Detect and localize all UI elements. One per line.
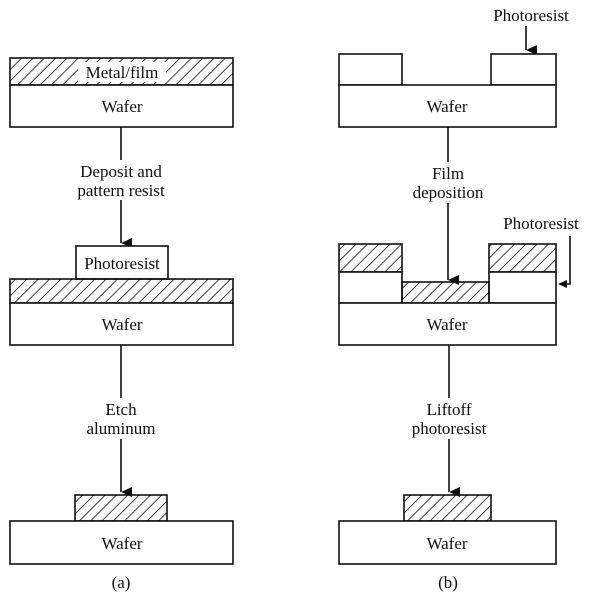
- step-label-line-1: Liftoff: [426, 400, 471, 419]
- step-label-line-1: Film: [432, 164, 464, 183]
- photoresist-callout-label: Photoresist: [503, 214, 579, 233]
- step-label-line-2: photoresist: [412, 419, 487, 438]
- wafer: [338, 84, 557, 128]
- panel-a-stage-1: Metal/film Wafer: [9, 57, 234, 128]
- panel-b-stage-1: Photoresist Wafer: [338, 6, 569, 128]
- photoresist-block: [490, 53, 557, 86]
- step-label-line-1: Etch: [105, 400, 137, 419]
- photoresist-block: [338, 53, 403, 86]
- panel-a-stage-3: Wafer: [9, 494, 234, 565]
- metal-film-layer: [9, 278, 234, 304]
- panel-b: Photoresist Wafer Film deposition Photor…: [338, 6, 579, 592]
- photoresist-block: [338, 271, 403, 304]
- deposited-film-in-gap: [401, 281, 490, 304]
- callout-arrowhead: [558, 280, 567, 288]
- panel-b-stage-2: Photoresist Wafer: [338, 214, 579, 346]
- metal-film-label: Metal/film: [86, 63, 159, 82]
- step-label-line-2: deposition: [413, 183, 484, 202]
- wafer-label: Wafer: [101, 315, 142, 334]
- panel-caption: (a): [112, 573, 131, 592]
- deposited-film-on-resist: [488, 243, 557, 273]
- deposited-film-on-resist: [338, 243, 403, 273]
- patterned-film: [74, 494, 168, 522]
- wafer-label: Wafer: [426, 534, 467, 553]
- step-label-line-2: pattern resist: [77, 181, 165, 200]
- panel-a-stage-2: Photoresist Wafer: [9, 245, 234, 346]
- photoresist-callout-label: Photoresist: [493, 6, 569, 25]
- wafer: [338, 302, 557, 346]
- wafer: [9, 520, 234, 565]
- wafer-label: Wafer: [101, 97, 142, 116]
- panel-caption: (b): [438, 573, 458, 592]
- patterned-film: [403, 494, 492, 522]
- step-label-line-1: Deposit and: [80, 162, 162, 181]
- wafer-label: Wafer: [426, 315, 467, 334]
- wafer: [338, 520, 557, 565]
- photoresist-label: Photoresist: [84, 254, 160, 273]
- metal-film-label-bg: [78, 62, 166, 82]
- wafer-label: Wafer: [101, 534, 142, 553]
- step-label-line-2: aluminum: [87, 419, 156, 438]
- wafer-label: Wafer: [426, 97, 467, 116]
- callout-leader: [562, 236, 571, 285]
- panel-a: Metal/film Wafer Deposit and pattern res…: [9, 57, 234, 592]
- wafer: [9, 302, 234, 346]
- panel-b-stage-3: Wafer: [338, 494, 557, 565]
- photoresist-block: [488, 271, 557, 304]
